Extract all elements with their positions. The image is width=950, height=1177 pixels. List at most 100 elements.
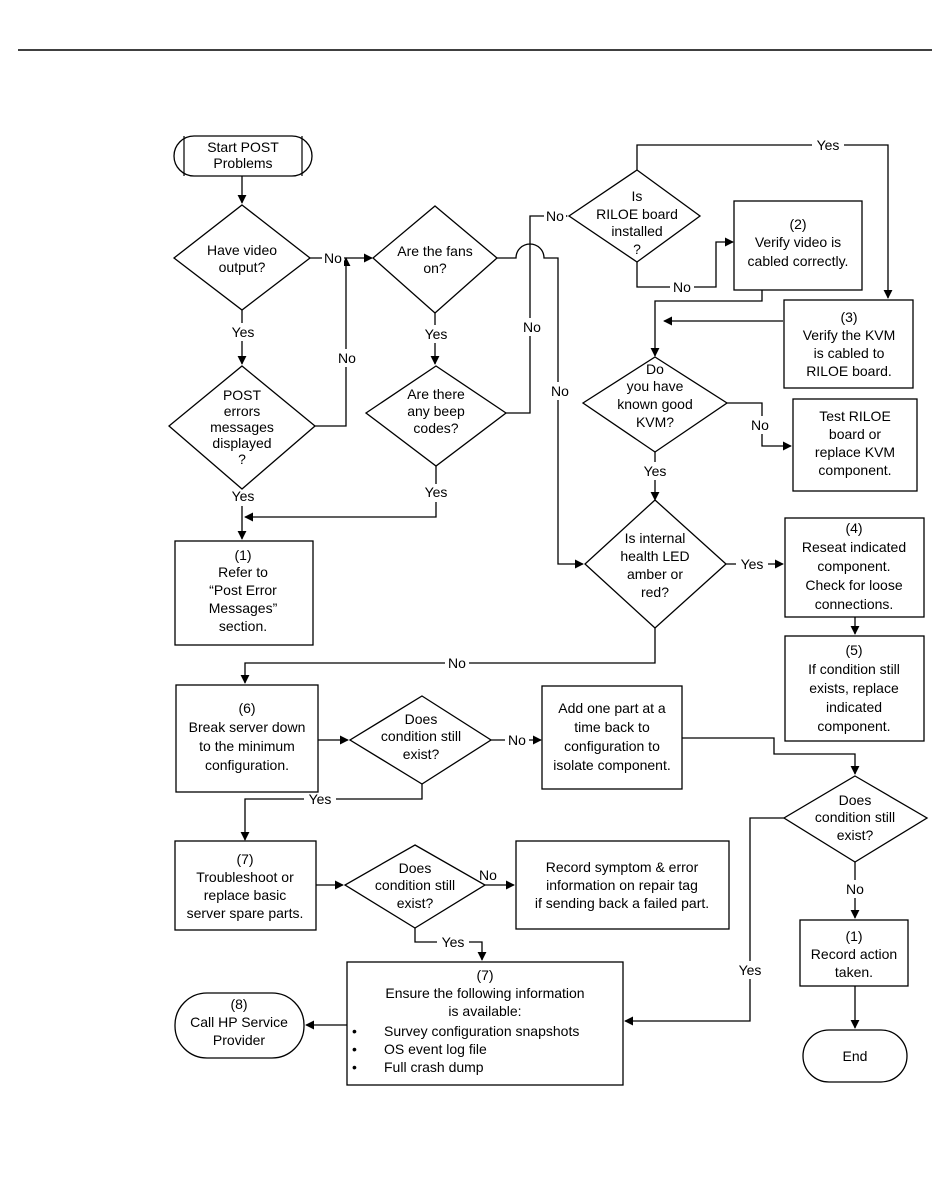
svg-text:Provider: Provider xyxy=(213,1032,265,1048)
edge-fans-health xyxy=(497,243,584,569)
reseat-label: (4) Reseat indicated component. Check fo… xyxy=(802,520,906,612)
beep-decision xyxy=(364,365,508,467)
edge-label-health-no: No xyxy=(448,655,466,671)
svg-text:cabled correctly.: cabled correctly. xyxy=(748,253,849,269)
svg-text:Record symptom & error: Record symptom & error xyxy=(546,859,699,875)
edge-label-health-yes: Yes xyxy=(741,556,764,572)
add-part-box xyxy=(541,685,683,790)
svg-text:Check for loose: Check for loose xyxy=(805,577,902,593)
svg-text:Test RILOE: Test RILOE xyxy=(819,408,891,424)
svg-text:Troubleshoot or: Troubleshoot or xyxy=(196,869,294,885)
svg-text:Does: Does xyxy=(839,792,872,808)
svg-text:health LED: health LED xyxy=(620,548,689,564)
svg-text:on?: on? xyxy=(423,260,447,276)
video-decision xyxy=(172,204,312,311)
svg-text:Record action: Record action xyxy=(811,946,897,962)
edge-label-kvm-yes: Yes xyxy=(644,463,667,479)
known-kvm-label: Do you have known good KVM? xyxy=(617,361,693,430)
svg-text:Verify video is: Verify video is xyxy=(755,234,841,250)
svg-text:Add one part at a: Add one part at a xyxy=(558,700,666,716)
svg-text:amber or: amber or xyxy=(627,566,683,582)
svg-text:(7): (7) xyxy=(236,851,253,867)
verify-video-label: (2) Verify video is cabled correctly. xyxy=(748,216,849,269)
cond2-label: Does condition still exist? xyxy=(375,860,455,911)
fans-label: Are the fans on? xyxy=(397,243,473,276)
edge-label-fans-no-health: No xyxy=(551,383,569,399)
svg-text:displayed: displayed xyxy=(212,435,271,451)
edge-label-riloe-no-in: No xyxy=(546,208,564,224)
edge-label-video-yes: Yes xyxy=(232,324,255,340)
svg-text:(4): (4) xyxy=(845,520,862,536)
edge-labels: No Yes No Yes Yes No No Yes No Yes No Ye… xyxy=(228,136,867,979)
ensure-box xyxy=(346,961,624,1086)
replace-label: (5) If condition still exists, replace i… xyxy=(808,642,900,734)
svg-text:Problems: Problems xyxy=(213,155,272,171)
svg-text:condition still: condition still xyxy=(381,728,461,744)
svg-text:Start POST: Start POST xyxy=(207,139,279,155)
post-errors-label: POST errors messages displayed ? xyxy=(210,387,274,467)
add-part-label: Add one part at a time back to configura… xyxy=(553,700,671,773)
svg-text:(2): (2) xyxy=(789,216,806,232)
svg-text:Have video: Have video xyxy=(207,242,277,258)
refer-box xyxy=(174,540,314,646)
svg-text:(5): (5) xyxy=(845,642,862,658)
health-decision xyxy=(584,499,727,629)
record-symptom-label: Record symptom & error information on re… xyxy=(535,859,709,911)
edge-label-post-yes: Yes xyxy=(232,488,255,504)
svg-text:board or: board or xyxy=(829,426,881,442)
edge-label-fans-no-riloe: No xyxy=(523,319,541,335)
svg-text:RILOE board: RILOE board xyxy=(596,206,678,222)
edge-addpart-condright xyxy=(682,737,860,775)
svg-text:POST: POST xyxy=(223,387,262,403)
post-errors-decision xyxy=(167,365,317,490)
svg-text:Is internal: Is internal xyxy=(625,530,686,546)
svg-text:if sending back a failed part.: if sending back a failed part. xyxy=(535,895,709,911)
svg-text:Ensure the following informati: Ensure the following information xyxy=(385,985,584,1001)
cond2-decision xyxy=(343,844,487,929)
svg-text:exist?: exist? xyxy=(837,827,874,843)
troubleshoot-box xyxy=(174,840,317,931)
edge-label-condright-yes: Yes xyxy=(739,962,762,978)
shapes xyxy=(167,135,929,1086)
svg-text:server spare parts.: server spare parts. xyxy=(187,905,304,921)
verify-kvm-label: (3) Verify the KVM is cabled to RILOE bo… xyxy=(803,309,896,379)
video-label: Have video output? xyxy=(207,242,277,275)
svg-text:configuration to: configuration to xyxy=(564,738,660,754)
end-label: End xyxy=(843,1048,868,1064)
known-kvm-decision xyxy=(581,356,729,453)
edge-label-riloe-no: No xyxy=(673,279,691,295)
svg-text:is cabled to: is cabled to xyxy=(814,345,885,361)
ensure-bullet-2: OS event log file xyxy=(384,1041,487,1057)
ensure-bullet-1: Survey configuration snapshots xyxy=(384,1023,579,1039)
svg-text:Break server down: Break server down xyxy=(189,719,306,735)
svg-text:indicated: indicated xyxy=(826,699,882,715)
svg-text:“Post Error: “Post Error xyxy=(209,582,277,598)
svg-text:End: End xyxy=(843,1048,868,1064)
svg-text:exist?: exist? xyxy=(397,895,434,911)
svg-text:?: ? xyxy=(633,241,641,257)
svg-text:Does: Does xyxy=(399,860,432,876)
svg-text:time back to: time back to xyxy=(574,719,650,735)
verify-video-box xyxy=(733,200,863,291)
edge-label-cond1-no: No xyxy=(508,732,526,748)
riloe-label: Is RILOE board installed ? xyxy=(596,188,678,257)
edge-label-kvm-no: No xyxy=(751,417,769,433)
svg-text:known good: known good xyxy=(617,396,693,412)
edge-label-video-no: No xyxy=(324,250,342,266)
svg-text:Verify the KVM: Verify the KVM xyxy=(803,327,896,343)
edge-post-fans xyxy=(315,257,351,427)
svg-text:(6): (6) xyxy=(238,700,255,716)
svg-text:(3): (3) xyxy=(840,309,857,325)
edge-riloe-kvm xyxy=(636,144,893,299)
svg-text:Refer to: Refer to xyxy=(218,564,268,580)
svg-text:taken.: taken. xyxy=(835,964,873,980)
ensure-bullet-3: Full crash dump xyxy=(384,1059,484,1075)
svg-text:Are the fans: Are the fans xyxy=(397,243,473,259)
call-hp-terminator xyxy=(174,992,305,1059)
troubleshoot-label: (7) Troubleshoot or replace basic server… xyxy=(187,851,304,921)
svg-text:component.: component. xyxy=(818,462,891,478)
record-action-label: (1) Record action taken. xyxy=(811,928,897,980)
edge-label-cond1-yes: Yes xyxy=(309,791,332,807)
